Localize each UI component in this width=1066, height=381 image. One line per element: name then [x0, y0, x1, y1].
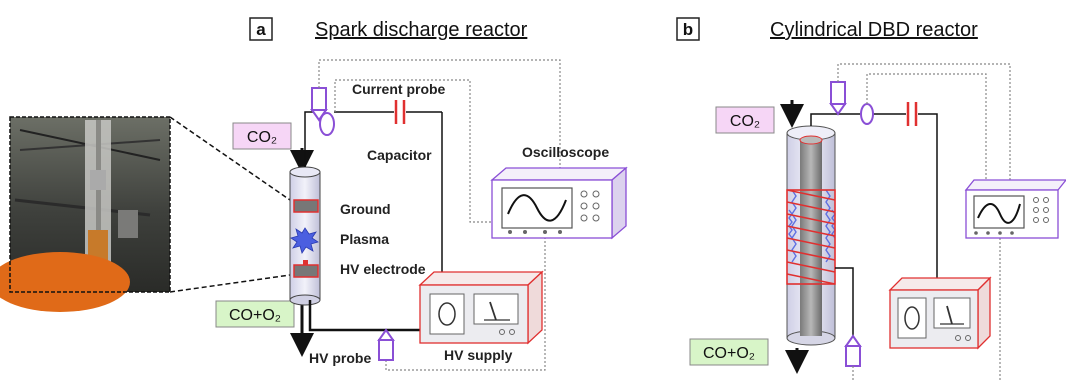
top-probe-icon-b	[831, 82, 845, 114]
panel-a-letter: a	[256, 20, 266, 39]
panel-a-title: Spark discharge reactor	[315, 19, 528, 41]
spark-reactor-tube	[290, 167, 320, 305]
oscilloscope-a	[492, 168, 626, 238]
reactor-photo	[0, 117, 170, 312]
panel-b: b Cylindrical DBD reactor CO₂ CO+O₂	[677, 18, 1066, 381]
hv-supply-label-a: HV supply	[444, 347, 513, 363]
co2-inlet-label-b: CO₂	[730, 113, 760, 130]
product-outlet-label-b: CO+O₂	[703, 345, 755, 362]
hv-probe-icon-b	[846, 336, 860, 366]
panel-b-title: Cylindrical DBD reactor	[770, 19, 978, 41]
hv-supply-a	[420, 272, 542, 343]
current-probe-icon-b	[861, 104, 873, 124]
plasma-label: Plasma	[340, 231, 389, 247]
product-outlet-label-a: CO+O₂	[229, 307, 281, 324]
hv-electrode	[294, 265, 318, 277]
hv-supply-b	[890, 278, 990, 348]
ground-label: Ground	[340, 201, 391, 217]
panel-a: a Spark discharge reactor CO₂ CO+O₂	[0, 18, 626, 370]
capacitor-icon	[396, 100, 404, 124]
capacitor-icon-b	[908, 102, 916, 126]
hv-electrode-label: HV electrode	[340, 261, 426, 277]
current-probe-label: Current probe	[352, 81, 446, 97]
hv-probe-icon-a	[379, 330, 393, 360]
oscilloscope-label-a: Oscilloscope	[522, 144, 609, 160]
panel-b-letter: b	[683, 20, 693, 39]
capacitor-label: Capacitor	[367, 147, 432, 163]
dbd-reactor-tube	[787, 126, 835, 345]
hv-probe-label-a: HV probe	[309, 350, 371, 366]
oscilloscope-b	[966, 180, 1066, 238]
co2-inlet-label-a: CO₂	[247, 129, 277, 146]
ground-electrode	[294, 200, 318, 212]
